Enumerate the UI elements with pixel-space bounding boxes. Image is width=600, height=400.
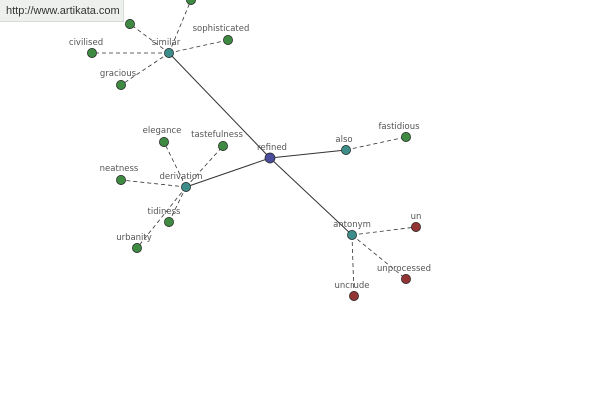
word-tidiness-node[interactable] (164, 217, 174, 227)
word-fastidious-label: fastidious (378, 122, 420, 132)
edge-derivation-urbanity (136, 186, 187, 249)
source-url-banner[interactable]: http://www.artikata.com (0, 0, 124, 22)
word-tastefulness-label: tastefulness (191, 130, 243, 140)
edge-antonym-un (351, 226, 417, 236)
word-unprocessed-node[interactable] (401, 274, 411, 284)
relation-derivation-label: derivation (159, 172, 202, 182)
relation-antonym-node[interactable] (347, 230, 357, 240)
word-urbanity-label: urbanity (116, 233, 152, 243)
word-urbanity-node[interactable] (132, 243, 142, 253)
relation-similar-label: similar (152, 38, 181, 48)
word-elegance-node[interactable] (159, 137, 169, 147)
edge-refined-similar (168, 52, 271, 159)
edge-refined-also (269, 149, 347, 159)
edge-derivation-tastefulness (185, 145, 224, 188)
word-gracious-label: gracious (100, 69, 137, 79)
word-gracious-node[interactable] (116, 80, 126, 90)
word-top-a-node[interactable] (125, 19, 135, 29)
edge-antonym-uncrude (351, 234, 355, 297)
word-tastefulness-node[interactable] (218, 141, 228, 151)
relation-derivation-node[interactable] (181, 182, 191, 192)
relation-similar-node[interactable] (164, 48, 174, 58)
word-civilised-label: civilised (69, 38, 103, 48)
word-sophisticated-node[interactable] (223, 35, 233, 45)
edge-refined-antonym (269, 157, 353, 236)
edge-similar-sophisticated (168, 39, 229, 54)
word-civilised-node[interactable] (87, 48, 97, 58)
edge-also-fastidious (345, 136, 407, 151)
word-uncrude-node[interactable] (349, 291, 359, 301)
word-elegance-label: elegance (143, 126, 182, 136)
word-neatness-node[interactable] (116, 175, 126, 185)
center-word-label: refined (257, 143, 287, 153)
graph-nodes: refined similar civilised sophisticated grac… (69, 0, 431, 301)
word-fastidious-node[interactable] (401, 132, 411, 142)
word-sophisticated-label: sophisticated (193, 24, 250, 34)
center-word-node[interactable] (264, 152, 276, 164)
edge-similar-top-b (168, 0, 192, 54)
edge-antonym-unprocessed (351, 234, 407, 280)
word-top-b-node[interactable] (186, 0, 196, 5)
graph-edges (92, 0, 417, 297)
word-unprocessed-label: unprocessed (377, 264, 431, 274)
edge-similar-top-a (129, 23, 170, 54)
word-neatness-label: neatness (100, 164, 139, 174)
word-un-label: un (411, 212, 422, 222)
edge-similar-gracious (120, 52, 170, 86)
relation-antonym-label: antonym (333, 220, 371, 230)
edge-derivation-elegance (163, 141, 187, 188)
word-un-node[interactable] (411, 222, 421, 232)
word-tidiness-label: tidiness (148, 207, 181, 217)
relation-also-node[interactable] (341, 145, 351, 155)
edge-derivation-neatness (120, 179, 187, 188)
word-uncrude-label: uncrude (335, 281, 370, 291)
relation-also-label: also (335, 135, 352, 145)
edge-refined-derivation (185, 157, 271, 188)
